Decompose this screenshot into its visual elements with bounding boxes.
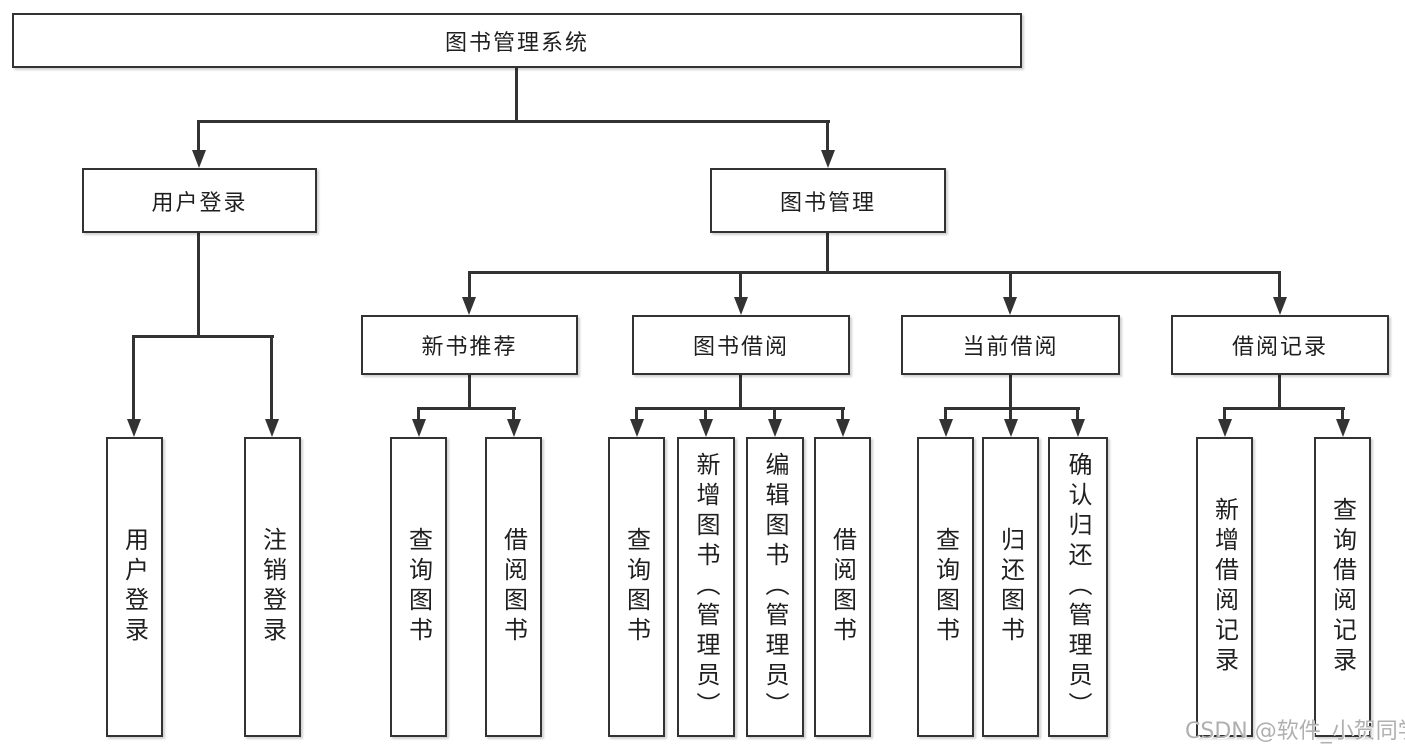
connector-line	[198, 120, 830, 123]
connector-line	[417, 407, 516, 410]
connector-line	[1009, 375, 1012, 410]
connector-line	[1009, 407, 1012, 421]
leaf-logout: 注销登录	[244, 437, 301, 737]
node-label: 用户登录	[120, 527, 149, 647]
node-label: 查询图书	[622, 527, 651, 647]
connector-line	[1223, 407, 1345, 410]
connector-line	[944, 407, 947, 421]
node-label: 查询图书	[404, 527, 433, 647]
connector-line	[826, 120, 829, 152]
arrowhead-down-icon	[507, 419, 521, 437]
node-label: 借阅记录	[1231, 335, 1328, 360]
connector-line	[512, 407, 515, 421]
node-label: 当前借阅	[962, 335, 1059, 360]
node-label: 确认归还（管理员）	[1064, 452, 1092, 722]
arrowhead-down-icon	[836, 419, 850, 437]
node-label: 借阅图书	[828, 527, 857, 647]
leaf-query-borrow-record: 查询借阅记录	[1314, 437, 1371, 737]
arrowhead-down-icon	[192, 150, 206, 168]
connector-line	[132, 335, 135, 421]
arrowhead-down-icon	[1336, 419, 1350, 437]
leaf-edit-books-admin: 编辑图书（管理员）	[746, 437, 804, 737]
node-label: 归还图书	[996, 527, 1025, 647]
node-book-borrow: 图书借阅	[632, 315, 850, 375]
leaf-return-books: 归还图书	[982, 437, 1039, 737]
node-current-borrow: 当前借阅	[901, 315, 1120, 375]
connector-line	[270, 335, 273, 421]
arrowhead-down-icon	[1004, 419, 1018, 437]
node-label: 用户登录	[151, 190, 248, 216]
arrowhead-down-icon	[1218, 419, 1232, 437]
node-book-management: 图书管理	[710, 168, 946, 233]
node-borrow-records: 借阅记录	[1171, 315, 1389, 375]
arrowhead-down-icon	[821, 150, 835, 168]
node-label: 新书推荐	[421, 335, 518, 360]
node-label: 注销登录	[258, 527, 287, 647]
arrowhead-down-icon	[699, 419, 713, 437]
leaf-query-books-current: 查询图书	[917, 437, 974, 737]
connector-line	[468, 375, 471, 410]
connector-line	[1278, 375, 1281, 410]
connector-line	[635, 407, 845, 410]
leaf-query-books-recommend: 查询图书	[390, 437, 447, 737]
connector-line	[515, 68, 518, 122]
connector-line	[197, 233, 200, 338]
connector-line	[841, 407, 844, 421]
connector-line	[826, 233, 829, 274]
node-label: 图书管理	[779, 190, 876, 216]
arrowhead-down-icon	[1071, 419, 1085, 437]
node-new-book-recommend: 新书推荐	[361, 315, 578, 375]
connector-line	[739, 375, 742, 410]
node-label: 借阅图书	[499, 527, 528, 647]
connector-line	[773, 407, 776, 421]
arrowhead-down-icon	[1273, 297, 1287, 315]
arrowhead-down-icon	[412, 419, 426, 437]
connector-line	[1009, 271, 1012, 300]
connector-line	[1223, 407, 1226, 421]
leaf-borrow-books-recommend: 借阅图书	[485, 437, 542, 737]
arrowhead-down-icon	[734, 297, 748, 315]
connector-line	[1278, 271, 1281, 300]
leaf-user-login: 用户登录	[106, 437, 163, 737]
arrowhead-down-icon	[127, 419, 141, 437]
arrowhead-down-icon	[265, 419, 279, 437]
connector-line	[468, 271, 471, 300]
connector-line	[704, 407, 707, 421]
connector-line	[417, 407, 420, 421]
connector-line	[635, 407, 638, 421]
connector-line	[1076, 407, 1079, 421]
node-label: 图书借阅	[692, 335, 789, 360]
arrowhead-down-icon	[768, 419, 782, 437]
connector-line	[468, 271, 1281, 274]
watermark: CSDN @软件_小贺同学	[1185, 719, 1405, 744]
arrowhead-down-icon	[630, 419, 644, 437]
leaf-confirm-return-admin: 确认归还（管理员）	[1048, 437, 1108, 737]
leaf-query-books-borrow: 查询图书	[608, 437, 665, 737]
connector-line	[739, 271, 742, 300]
connector-line	[132, 335, 274, 338]
connector-line	[197, 120, 200, 152]
node-label: 查询借阅记录	[1328, 497, 1357, 677]
connector-line	[1341, 407, 1344, 421]
node-label: 编辑图书（管理员）	[761, 452, 789, 722]
leaf-borrow-books: 借阅图书	[814, 437, 871, 737]
connector-line	[944, 407, 1080, 410]
node-label: 新增借阅记录	[1210, 497, 1239, 677]
node-library-system: 图书管理系统	[12, 13, 1022, 68]
leaf-add-borrow-record: 新增借阅记录	[1196, 437, 1253, 737]
node-user-login-group: 用户登录	[82, 168, 317, 233]
node-label: 新增图书（管理员）	[692, 452, 720, 722]
node-label: 图书管理系统	[444, 30, 589, 56]
arrowhead-down-icon	[462, 297, 476, 315]
node-label: 查询图书	[931, 527, 960, 647]
leaf-add-books-admin: 新增图书（管理员）	[677, 437, 735, 737]
arrowhead-down-icon	[939, 419, 953, 437]
arrowhead-down-icon	[1003, 297, 1017, 315]
